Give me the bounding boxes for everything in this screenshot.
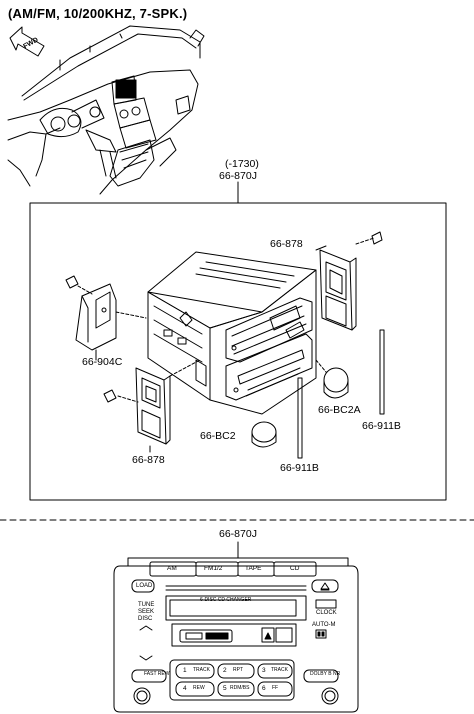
preset-3-label: TRACK	[271, 667, 288, 673]
load-button-label: LOAD	[136, 583, 153, 589]
faceplate-part-label: 66-870J	[219, 528, 257, 540]
dolby-label: DOLBY B NR	[310, 671, 341, 677]
assembly-note: (-1730)	[225, 158, 259, 170]
rod-bottom-drawing	[297, 377, 303, 459]
preset-3-num: 3	[262, 667, 266, 674]
part-label-bracket-left: 66-904C	[82, 356, 123, 368]
seek-label: SEEK	[138, 609, 155, 615]
dashboard-illustration	[7, 25, 205, 195]
bracket-bottom-left-drawing	[103, 359, 201, 453]
upper-frame	[29, 202, 447, 501]
part-label-bracket-bottom-left: 66-878	[132, 454, 165, 466]
preset-2-num: 2	[223, 667, 227, 674]
screw-icon	[103, 389, 117, 403]
auto-m-label: AUTO-M	[312, 622, 336, 628]
preset-1-label: TRACK	[193, 667, 210, 673]
preset-6-label: FF	[272, 685, 279, 691]
part-label-knob-bottom: 66-BC2	[200, 430, 236, 442]
preset-4-label: REW	[193, 685, 205, 691]
preset-4-num: 4	[183, 685, 187, 692]
chevron-down-icon	[139, 655, 153, 661]
faceplate-drawing	[113, 557, 359, 713]
fwd-arrow-icon	[9, 26, 45, 57]
preset-6-num: 6	[262, 685, 266, 692]
knob-right-drawing	[315, 359, 349, 399]
part-label-rod-right: 66-911B	[362, 420, 401, 432]
part-label-knob-right: 66-BC2A	[318, 404, 361, 416]
preset-1-num: 1	[183, 667, 187, 674]
chevron-up-icon	[139, 625, 153, 631]
bracket-top-right-drawing	[315, 231, 383, 331]
page-title: (AM/FM, 10/200KHZ, 7-SPK.)	[8, 6, 188, 21]
tune-label: TUNE	[138, 602, 155, 608]
preset-2-label: RPT	[233, 667, 243, 673]
radio-location-highlight	[115, 79, 137, 99]
bracket-left-drawing	[65, 275, 147, 361]
eject-cassette-icon	[264, 632, 272, 640]
preset-5-label: RDM/BS	[230, 685, 250, 691]
disc-changer-label: 6-DISC CD CHANGER	[200, 597, 252, 603]
preset-5-num: 5	[223, 685, 227, 692]
eject-icon	[320, 582, 330, 591]
fast-rew-label: FAST REW	[144, 671, 170, 677]
radio-unit-drawing	[147, 251, 317, 415]
knob-bottom-drawing	[251, 421, 277, 448]
part-label-bracket-top-right: 66-878	[270, 238, 303, 250]
cd-button-label: CD	[290, 565, 300, 572]
assembly-part-label: 66-870J	[219, 170, 257, 182]
am-button-label: AM	[167, 565, 177, 572]
disc-label: DISC	[138, 616, 153, 622]
screw-icon	[65, 275, 79, 289]
part-label-rod-bottom: 66-911B	[280, 462, 319, 474]
tape-button-label: TAPE	[245, 565, 262, 572]
screw-icon	[371, 231, 383, 245]
fm-button-label: FM1/2	[204, 565, 223, 572]
clock-label: CLOCK	[316, 610, 337, 616]
rod-right-drawing	[379, 329, 385, 415]
